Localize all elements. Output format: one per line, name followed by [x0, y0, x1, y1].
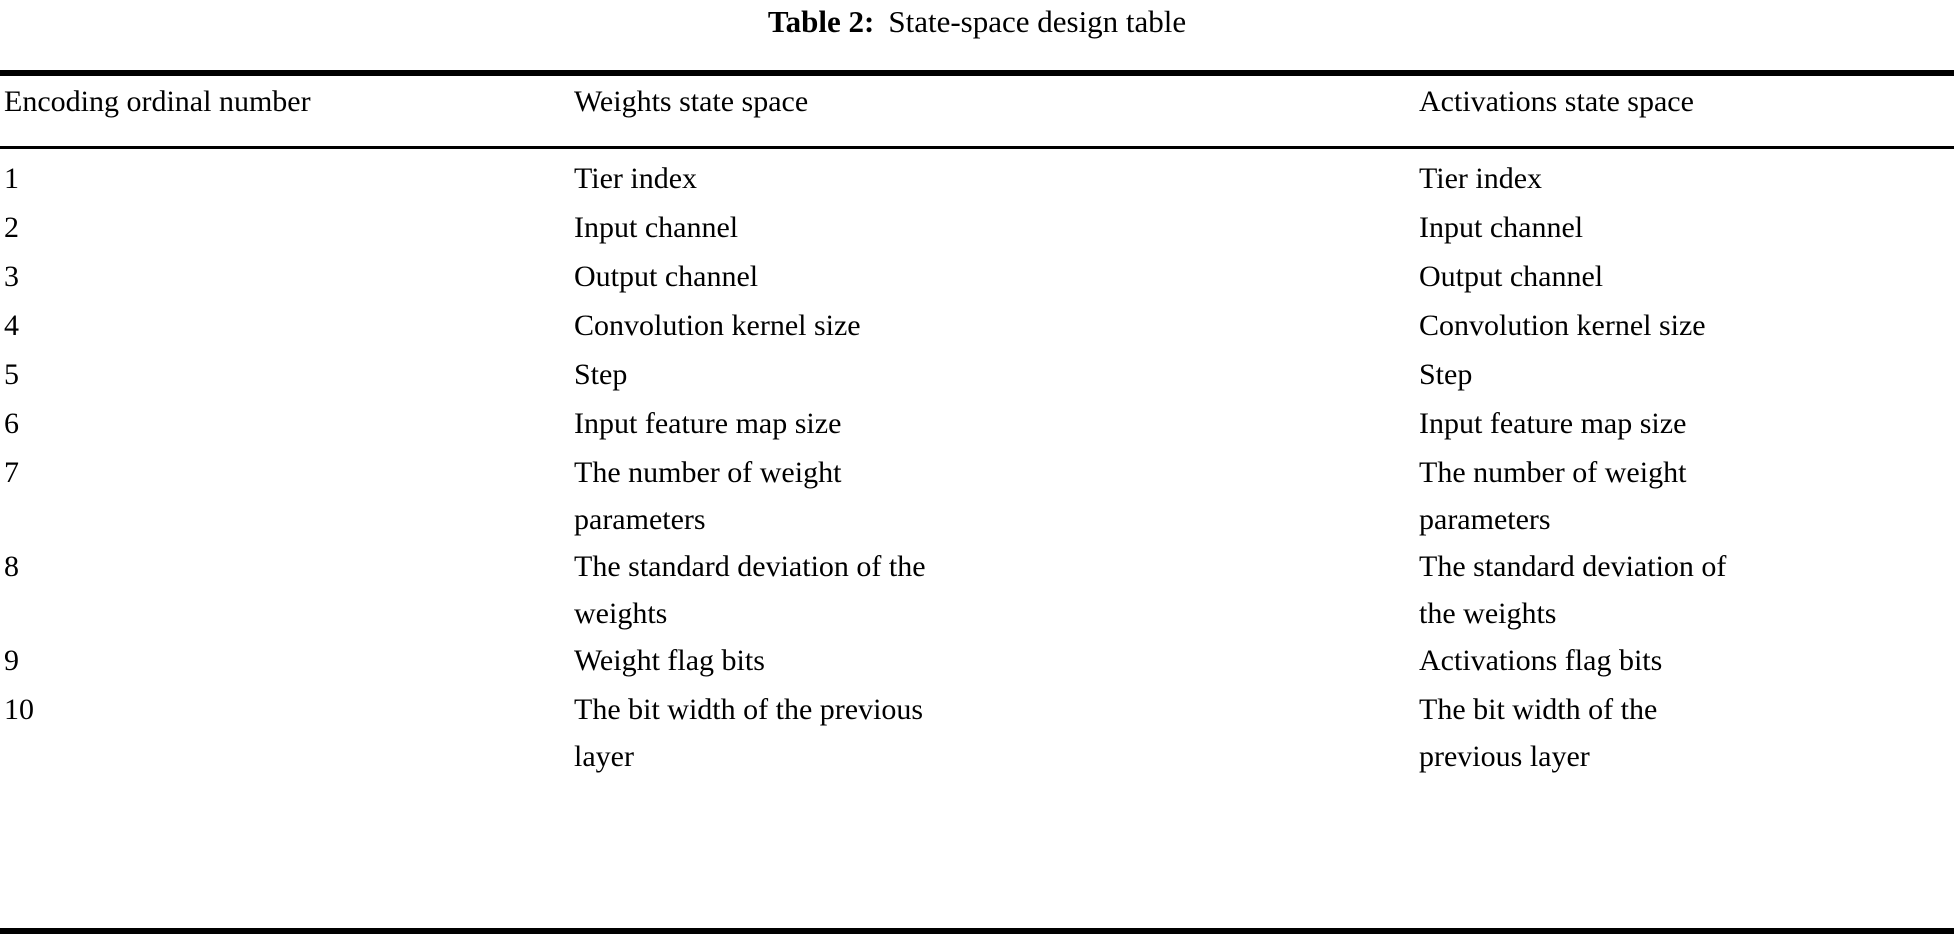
table-row: 2 Input channel Input channel	[0, 204, 1954, 253]
cell-activations-state: Activations flag bits	[1419, 644, 1663, 677]
cell-ordinal: 3	[4, 260, 19, 293]
cell-weights-state: Input channel	[574, 211, 739, 244]
cell-activations-state: Input channel	[1419, 211, 1584, 244]
cell-ordinal: 7	[4, 456, 19, 489]
table-row: 5 Step Step	[0, 351, 1954, 400]
cell-weights-state: Weight flag bits	[574, 644, 765, 677]
table-caption-label: Table 2:	[767, 4, 875, 39]
cell-ordinal: 2	[4, 211, 19, 244]
cell-ordinal: 4	[4, 309, 19, 342]
table-row: 9 Weight flag bits Activations flag bits	[0, 637, 1954, 686]
cell-weights-state: The bit width of the previous layer	[574, 693, 924, 773]
cell-activations-state: Step	[1419, 358, 1473, 391]
cell-ordinal: 1	[4, 162, 19, 195]
cell-activations-state: Convolution kernel size	[1419, 309, 1706, 342]
table-row: 1 Tier index Tier index	[0, 155, 1954, 204]
table-caption-text: State-space design table	[888, 4, 1187, 39]
cell-ordinal: 8	[4, 550, 19, 583]
table-row: 4 Convolution kernel size Convolution ke…	[0, 302, 1954, 351]
cell-activations-state: The standard deviation of the weights	[1419, 550, 1727, 630]
cell-ordinal: 6	[4, 407, 19, 440]
cell-ordinal: 9	[4, 644, 19, 677]
table-row: 3 Output channel Output channel	[0, 253, 1954, 302]
cell-weights-state: Convolution kernel size	[574, 309, 861, 342]
cell-weights-state: Tier index	[574, 162, 698, 195]
table-header-rule	[0, 146, 1954, 149]
column-header-weights-state-space: Weights state space	[574, 85, 809, 118]
cell-weights-state: Input feature map size	[574, 407, 842, 440]
cell-weights-state: Step	[574, 358, 628, 391]
column-header-activations-state-space: Activations state space	[1419, 85, 1694, 118]
cell-activations-state: Output channel	[1419, 260, 1604, 293]
table-header-row: Encoding ordinal number Weights state sp…	[0, 78, 1954, 138]
cell-ordinal: 10	[4, 693, 34, 726]
table-bottom-rule	[0, 928, 1954, 934]
cell-weights-state: Output channel	[574, 260, 759, 293]
cell-ordinal: 5	[4, 358, 19, 391]
table-top-rule	[0, 70, 1954, 76]
table-row: 7 The number of weight parameters The nu…	[0, 449, 1954, 543]
cell-activations-state: The bit width of the previous layer	[1419, 693, 1658, 773]
table-row: 8 The standard deviation of the weights …	[0, 543, 1954, 637]
cell-activations-state: Tier index	[1419, 162, 1543, 195]
cell-activations-state: Input feature map size	[1419, 407, 1687, 440]
table-row: 6 Input feature map size Input feature m…	[0, 400, 1954, 449]
cell-weights-state: The standard deviation of the weights	[574, 550, 926, 630]
table-caption: Table 2: State-space design table	[0, 0, 1954, 44]
table-row: 10 The bit width of the previous layer T…	[0, 686, 1954, 780]
column-header-encoding-ordinal-number: Encoding ordinal number	[4, 85, 311, 118]
cell-weights-state: The number of weight parameters	[574, 456, 842, 536]
cell-activations-state: The number of weight parameters	[1419, 456, 1687, 536]
